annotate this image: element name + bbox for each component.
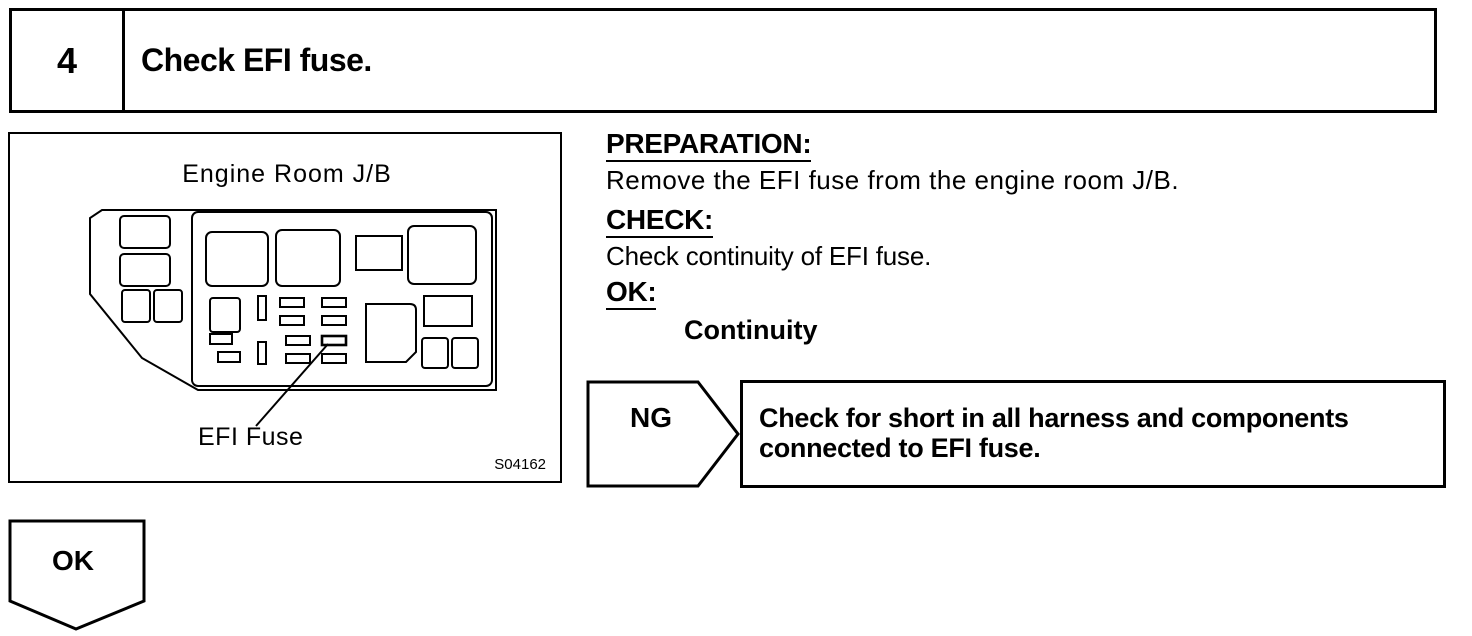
ok-heading: OK: [606, 276, 657, 310]
step-number: 4 [12, 11, 125, 110]
ok-label: OK [52, 545, 94, 576]
preparation-heading: PREPARATION: [606, 128, 812, 162]
ok-arrow-shape [8, 519, 146, 631]
junction-block-diagram [89, 209, 497, 427]
ng-result-box: Check for short in all harness and compo… [740, 380, 1446, 488]
check-text: Check continuity of EFI fuse. [606, 241, 932, 271]
efi-fuse-callout: EFI Fuse [198, 423, 304, 451]
ng-flow-box: NG [586, 380, 744, 488]
check-heading: CHECK: [606, 204, 713, 238]
preparation-text: Remove the EFI fuse from the engine room… [606, 165, 1180, 195]
junction-block-figure: Engine Room J/B [8, 132, 562, 483]
callout-leader-line [255, 343, 329, 427]
ng-label: NG [630, 402, 672, 433]
ng-arrow-shape [586, 380, 740, 488]
ok-flow-box: OK [8, 519, 148, 634]
ok-value: Continuity [684, 315, 818, 345]
instructions: PREPARATION: Remove the EFI fuse from th… [606, 128, 1456, 350]
ng-result-line1: Check for short in all harness and compo… [759, 403, 1349, 433]
step-title: Check EFI fuse. [141, 42, 372, 78]
figure-code: S04162 [494, 456, 546, 473]
step-header: 4 Check EFI fuse. [9, 8, 1437, 113]
ng-result-line2: connected to EFI fuse. [759, 433, 1041, 463]
figure-title: Engine Room J/B [182, 160, 392, 188]
